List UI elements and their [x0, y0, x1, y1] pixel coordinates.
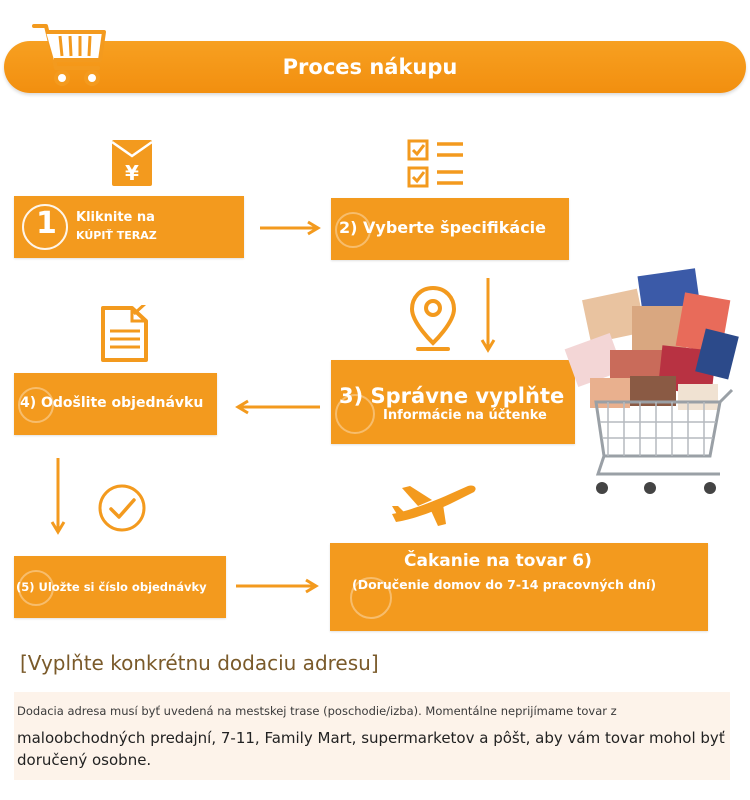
step-6-line1: Čakanie na tovar 6)	[404, 551, 592, 571]
step-4-label: 4) Odošlite objednávku	[20, 395, 204, 411]
location-pin-icon	[409, 285, 457, 351]
step-4-box: 4) Odošlite objednávku	[14, 373, 217, 435]
step-number-circle	[18, 387, 54, 423]
arrow-down	[480, 278, 496, 353]
airplane-icon	[392, 485, 476, 526]
svg-text:¥: ¥	[125, 161, 139, 185]
step-5-box: (5) Uložte si číslo objednávky	[14, 556, 226, 618]
step-1-number: 1	[36, 206, 57, 241]
step-3-box: 3) Správne vyplňte Informácie na účtenke	[331, 360, 575, 444]
step-number-circle	[350, 577, 392, 619]
step-number-circle	[22, 204, 68, 250]
step-3-line2: Informácie na účtenke	[383, 408, 547, 423]
step-number-circle	[335, 394, 375, 434]
step-5-label: (5) Uložte si číslo objednávky	[16, 580, 207, 594]
step-number-circle	[18, 570, 54, 606]
step-2-label: 2) Vyberte špecifikácie	[339, 218, 547, 237]
check-circle-icon	[98, 484, 146, 532]
step-1-box: 1 Kliknite na KÚPIŤ TERAZ	[14, 196, 244, 258]
arrow-right	[260, 220, 321, 236]
address-note-box	[14, 692, 730, 780]
arrow-right	[236, 578, 319, 594]
step-3-line1: 3) Správne vyplňte	[339, 384, 565, 408]
step-2-box: 2) Vyberte špecifikácie	[331, 198, 569, 260]
address-note-line2: maloobchodných predajní, 7-11, Family Ma…	[17, 729, 725, 769]
address-note-line1: Dodacia adresa musí byť uvedená na mests…	[17, 704, 617, 718]
step-6-line2: (Doručenie domov do 7-14 pracovných dní)	[352, 577, 657, 592]
step-number-circle	[335, 212, 371, 248]
shopping-cart-goods-illustration	[564, 268, 739, 494]
red-envelope-yen-icon: ¥	[111, 140, 153, 186]
arrow-left	[235, 399, 320, 415]
page-title: Proces nákupu	[282, 55, 458, 79]
arrow-down	[50, 458, 66, 535]
step-1-line2: KÚPIŤ TERAZ	[76, 229, 157, 242]
header-bar	[4, 41, 746, 93]
document-icon	[101, 305, 148, 362]
shopping-cart-icon	[32, 24, 106, 86]
step-6-box: Čakanie na tovar 6) (Doručenie domov do …	[330, 543, 708, 631]
checklist-icon	[407, 139, 463, 188]
address-heading: [Vyplňte konkrétnu dodaciu adresu]	[20, 651, 379, 675]
step-1-line1: Kliknite na	[76, 210, 155, 225]
